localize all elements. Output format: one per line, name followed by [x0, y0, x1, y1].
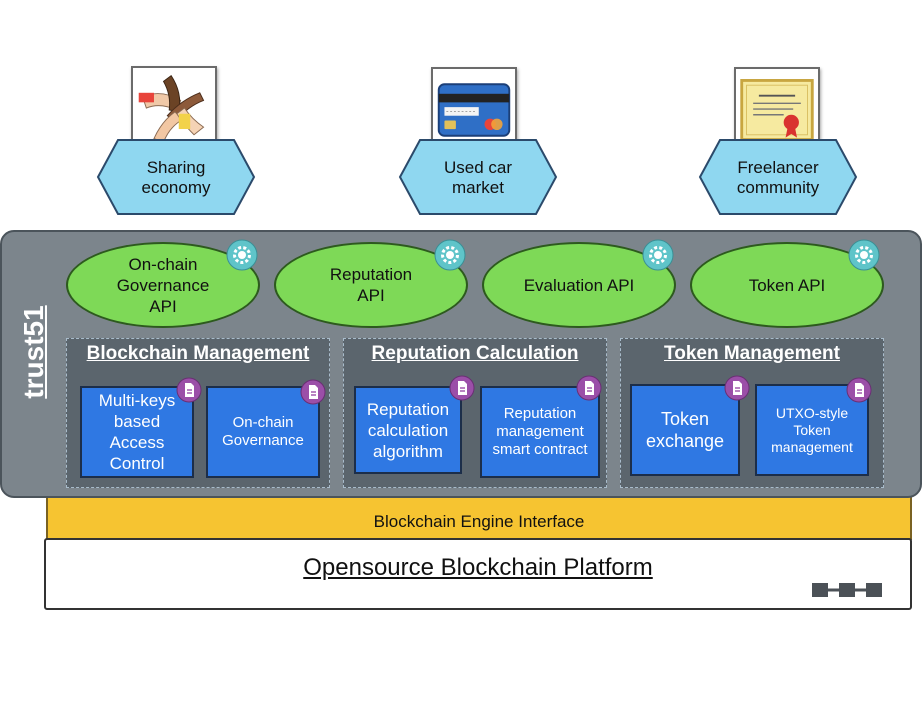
document-icon	[300, 379, 326, 405]
use-case-used-car-market: Used car market	[386, 138, 570, 216]
api-label: On-chain Governance API	[116, 254, 210, 316]
module-reputation-calculation-algorithm: Reputation calculation algorithm	[354, 386, 462, 474]
base-platform-label: Opensource Blockchain Platform	[303, 554, 653, 581]
module-label: Reputation management smart contract	[492, 405, 588, 458]
use-case-sharing-economy: Sharing economy	[84, 138, 268, 216]
document-icon	[449, 375, 475, 401]
hands-together-icon	[131, 66, 217, 152]
gear-icon	[226, 239, 258, 271]
blockchain-chain-icon	[812, 583, 882, 597]
gear-icon	[848, 239, 880, 271]
api-label: Token API	[748, 275, 826, 295]
group-title: Token Management	[664, 343, 840, 364]
module-multi-keys-access-control: Multi-keys based Access Control	[80, 386, 194, 478]
api-token: Token API	[690, 242, 884, 328]
document-icon	[576, 375, 602, 401]
module-token-exchange: Token exchange	[630, 384, 740, 476]
gear-icon	[434, 239, 466, 271]
module-label: On-chain Governance	[222, 414, 304, 449]
api-label: Reputation API	[329, 265, 413, 305]
certificate-icon	[734, 67, 820, 153]
document-icon	[846, 377, 872, 403]
use-case-freelancer-community: Freelancer community	[686, 138, 870, 216]
document-icon	[176, 377, 202, 403]
group-title: Reputation Calculation	[371, 343, 579, 364]
module-label: UTXO-style Token management	[771, 404, 853, 455]
module-label: Multi-keys based Access Control	[98, 391, 176, 473]
engine-interface-label: Blockchain Engine Interface	[373, 512, 585, 531]
api-label: Evaluation API	[523, 275, 635, 295]
use-case-label: Freelancer community	[736, 158, 820, 197]
module-on-chain-governance: On-chain Governance	[206, 386, 320, 478]
document-icon	[724, 375, 750, 401]
group-title: Blockchain Management	[86, 343, 310, 364]
module-utxo-token-management: UTXO-style Token management	[755, 384, 869, 476]
module-label: Reputation calculation algorithm	[366, 399, 450, 461]
gear-icon	[642, 239, 674, 271]
module-label: Token exchange	[645, 409, 725, 451]
platform-name-label: trust51	[18, 305, 49, 399]
base-platform-box: Opensource Blockchain Platform	[44, 538, 912, 610]
module-reputation-smart-contract: Reputation management smart contract	[480, 386, 600, 478]
use-case-label: Used car market	[443, 158, 513, 197]
use-case-label: Sharing economy	[141, 158, 211, 197]
